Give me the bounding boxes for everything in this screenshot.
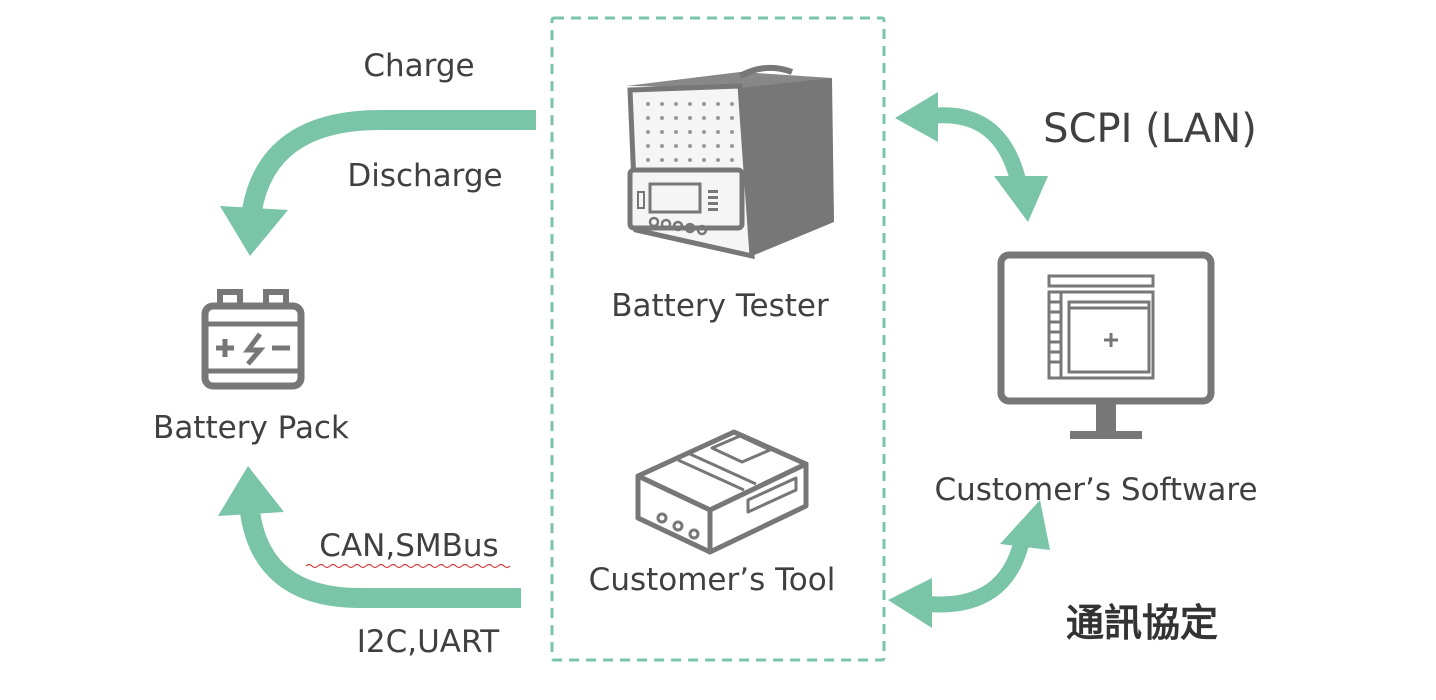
charge-label: Charge [363, 48, 474, 84]
discharge-label: Discharge [347, 158, 502, 194]
can-smbus-label: CAN,SMBus [319, 528, 498, 564]
i2c-uart-label: I2C,UART [357, 624, 501, 660]
spellcheck-underline [305, 563, 511, 569]
tester-tool-group-box [550, 16, 886, 662]
monitor-icon [997, 251, 1215, 439]
protocol-double-arrow [888, 500, 1050, 628]
customers-tool-label: Customer’s Tool [589, 562, 836, 598]
protocol-label: 通訊協定 [1066, 601, 1218, 645]
scpi-lan-double-arrow [895, 92, 1048, 222]
can-smbus-arrow [218, 466, 521, 608]
charge-discharge-arrow [220, 110, 536, 256]
customers-software-label: Customer’s Software [934, 472, 1257, 508]
device-box-icon [635, 429, 809, 555]
scpi-lan-label: SCPI (LAN) [1043, 106, 1257, 152]
battery-tester-icon [626, 64, 834, 260]
battery-pack-label: Battery Pack [153, 410, 349, 446]
battery-tester-label: Battery Tester [611, 288, 829, 324]
battery-icon [201, 289, 305, 390]
